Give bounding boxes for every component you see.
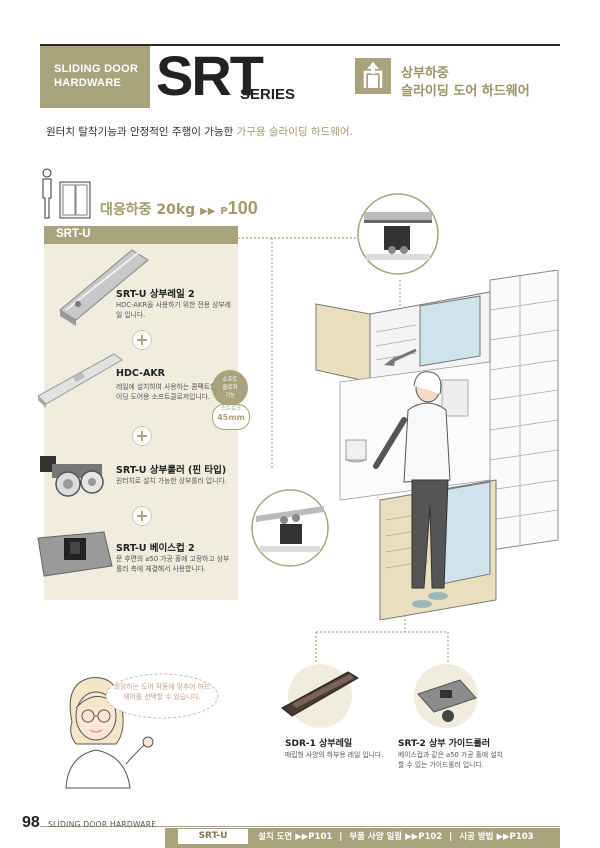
speech-bubble [105, 673, 219, 719]
product-desc-lower-rail: 매립형 사양의 하부용 레일 입니다. [285, 751, 384, 759]
intro-text: 원터치 탈착기능과 안정적인 주행이 가능한 가구용 슬라이딩 하드웨어. [46, 124, 353, 139]
soft-closer-image [37, 353, 123, 408]
item-desc-soft-closer: 레일에 설치하여 사용하는 콤팩트한 슬라이딩 도어용 소프트클로저입니다. [116, 383, 231, 401]
footer-link-parts-page: P102 [418, 832, 443, 842]
stroke-badge-label: 스트로크 [220, 406, 242, 412]
header-label: SLIDING DOOR HARDWARE [54, 62, 154, 90]
load-page-link[interactable]: 100 [227, 198, 258, 218]
item-desc-upper-roller: 원터치로 설치 가능한 상부롤러 입니다. [116, 477, 227, 485]
header-label-line2: HARDWARE [54, 77, 122, 89]
roller-detail-top [357, 193, 439, 275]
srt-u-panel-label: SRT-U [56, 228, 91, 240]
item-title-soft-closer: HDC-AKR [116, 368, 165, 379]
stroke-badge: 스트로크 45mm [212, 404, 250, 430]
product-title-guide-roller: SRT-2 상부 가이드롤러 [398, 739, 491, 749]
srt-u-panel-tab [44, 226, 238, 244]
footer-link-install-label: 시공 방법 [459, 832, 494, 842]
footer-link-parts-arrows: ▶▶ [405, 832, 419, 842]
footer-separator: | [339, 832, 343, 842]
base-cup-image [37, 531, 113, 577]
intro-text-main: 원터치 탈착기능과 안정적인 주행이 가능한 [46, 126, 237, 138]
top-load-door-icon-svg [363, 62, 383, 88]
top-load-door-icon [355, 58, 391, 94]
footer-link-install-arrows: ▶▶ [496, 832, 510, 842]
page-title: SRT [156, 44, 264, 107]
footer-section: SLIDING DOOR HARDWARE [48, 820, 157, 829]
upper-roller-image [40, 456, 104, 497]
stroke-badge-value: 45mm [217, 413, 245, 422]
soft-close-badge-line1: 소프트 [222, 377, 238, 383]
header-rule [40, 44, 560, 46]
header-label-box [40, 46, 150, 108]
load-capacity: 대응하중 20kg ▶▶ P100 [100, 198, 258, 219]
footer-rule [40, 826, 560, 827]
soft-close-badge: 소프트 클로저 기능 [212, 370, 248, 406]
page-number: 98 [22, 814, 40, 831]
item-title-upper-roller: SRT-U 상부롤러 (핀 타입) [116, 465, 227, 476]
footer-link-drawing[interactable]: 설치 도면 ▶▶P101 [258, 832, 332, 842]
kitchen-illustration [315, 270, 559, 620]
footer-link-drawing-label: 설치 도면 [258, 832, 293, 842]
item-title-base-cup: SRT-U 베이스컵 2 [116, 543, 195, 554]
plus-icon: + [132, 426, 152, 446]
intro-highlight: 가구용 슬라이딩 하드웨어. [236, 126, 353, 138]
plus-icon: + [132, 506, 152, 526]
soft-close-badge-line2: 클로저 [222, 385, 238, 391]
header-label-line1: SLIDING DOOR [54, 63, 139, 75]
load-label: 대응하중 20kg [100, 202, 196, 218]
footer-link-install[interactable]: 시공 방법 ▶▶P103 [459, 832, 533, 842]
category-line2: 슬라이딩 도어 하드웨어 [401, 84, 530, 99]
lower-rail-image [281, 664, 359, 728]
footer-link-drawing-page: P101 [308, 832, 333, 842]
assistant-bubble-text: 희망하는 도어 작동에 맞추어 하드웨어를 선택할 수 있습니다. [113, 683, 211, 701]
item-desc-base-cup: 문 후면의 ⌀50 가공 홀에 고정하고 상부롤러 축에 체결해서 사용합니다. [116, 555, 230, 573]
person-with-cabinet-icon [42, 168, 91, 219]
upper-rail-image [59, 249, 149, 326]
footer-separator: | [449, 832, 453, 842]
footer-link-parts-label: 부품 사양 일람 [349, 832, 403, 842]
plus-icon: + [132, 330, 152, 350]
footer-tag: SRT-U [178, 829, 248, 844]
product-title-lower-rail: SDR-1 상부레일 [285, 739, 353, 749]
footer-link-install-page: P103 [509, 832, 534, 842]
load-page-prefix: P [220, 206, 228, 217]
footer-link-drawing-arrows: ▶▶ [295, 832, 309, 842]
footer-links: 설치 도면 ▶▶P101 | 부품 사양 일람 ▶▶P102 | 시공 방법 ▶… [258, 830, 534, 842]
item-desc-upper-rail: HDC-AKR을 사용하기 위한 전용 상부레일 입니다. [116, 301, 231, 319]
category-line1: 상부하중 [401, 66, 449, 81]
page-subtitle: SERIES [240, 86, 296, 103]
footer-link-parts[interactable]: 부품 사양 일람 ▶▶P102 [349, 832, 442, 842]
guide-roller-image [414, 664, 478, 728]
footer-bar [165, 828, 560, 848]
load-arrows: ▶▶ [200, 206, 216, 217]
product-desc-guide-roller: 베이스컵과 같은 ⌀50 가공 홀에 설치할 수 있는 가이드롤러 입니다. [398, 751, 503, 769]
item-title-upper-rail: SRT-U 상부레일 2 [116, 289, 195, 300]
soft-close-badge-line3: 기능 [224, 393, 236, 399]
roller-detail-bottom [251, 489, 329, 567]
